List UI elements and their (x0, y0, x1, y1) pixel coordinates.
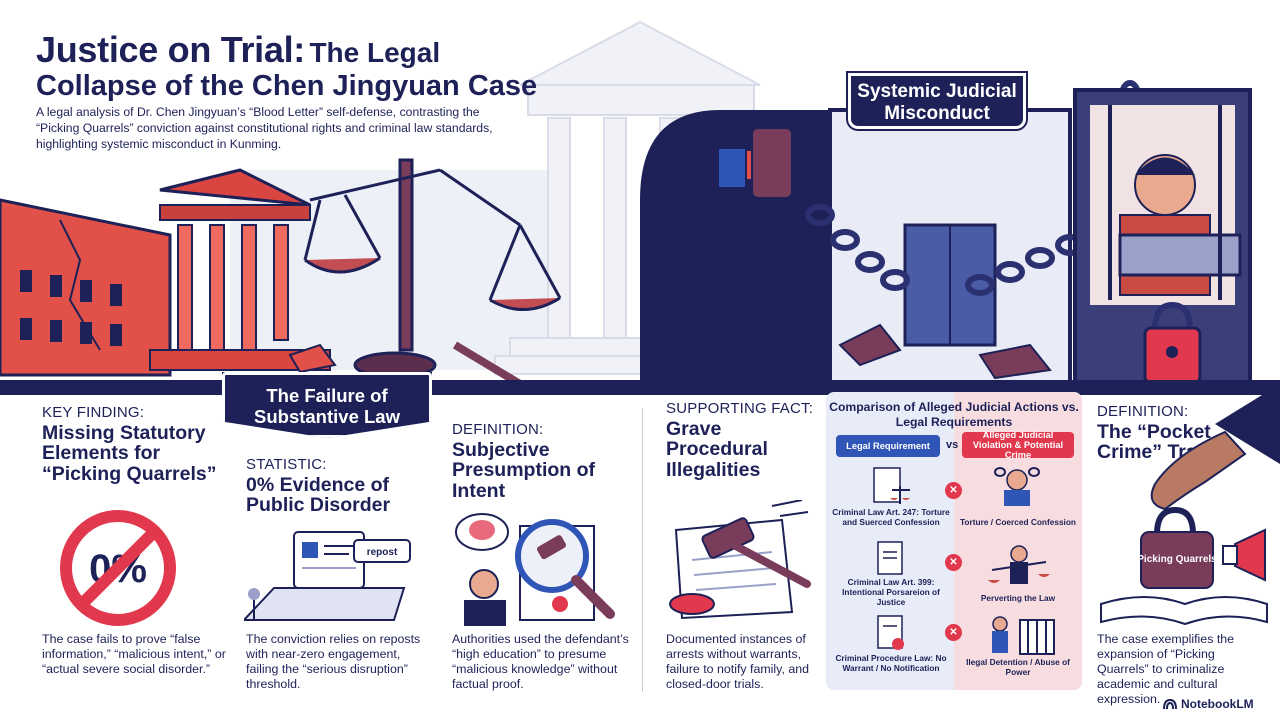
card-statistic: STATISTIC: 0% Evidence of Public Disorde… (246, 456, 431, 516)
card-body: Authorities used the defendant’s “high e… (452, 632, 629, 691)
banner-systemic-misconduct: Systemic Judicial Misconduct (848, 73, 1026, 129)
comparison-row-2-violation: Perverting the Law (980, 593, 1056, 603)
law-document-scales-icon (873, 467, 910, 504)
comparison-row-1-violation: Torture / Coerced Confession (959, 517, 1077, 527)
card-definition-intent: DEFINITION: Subjective Presumption of In… (452, 421, 637, 501)
x-mark-icon: ✕ (945, 554, 962, 571)
card-body: Documented instances of arrests without … (666, 632, 810, 691)
x-mark-icon: ✕ (945, 624, 962, 641)
social-post-icon: repost (244, 531, 411, 621)
card-label: DEFINITION: (1097, 403, 1189, 420)
cracked-courthouse (0, 168, 331, 377)
comparison-row-1-requirement: Criminal Law Art. 247: Torture and Suerc… (832, 507, 950, 527)
card-key-finding: KEY FINDING: Missing Statutory Elements … (42, 404, 232, 484)
legal-requirement-header: Legal Requirement (836, 435, 940, 457)
illegal-detention-icon (992, 616, 1055, 655)
card-supporting-fact-body-wrap: Documented instances of arrests without … (666, 632, 826, 692)
card-definition-intent-body-wrap: Authorities used the defendant’s “high e… (452, 632, 637, 692)
card-heading: Missing Statutory Elements for “Picking … (42, 422, 217, 485)
torture-figure-icon (994, 467, 1040, 506)
title-main: Justice on Trial: (36, 29, 305, 70)
card-label: SUPPORTING FACT: (666, 400, 814, 417)
hero-scene (0, 20, 1280, 395)
banner-failure-substantive-law: The Failure of Substantive Law (222, 372, 432, 438)
comparison-row-3-requirement: Criminal Procedure Law: No Warrant / No … (835, 653, 947, 673)
page-title: Justice on Trial: The Legal Collapse of … (36, 29, 556, 103)
page-subtitle: A legal analysis of Dr. Chen Jingyuan’s … (36, 105, 493, 152)
notebooklm-logo-icon (1163, 698, 1177, 710)
gavel-document-icon (669, 500, 811, 620)
vs-label: vs (946, 439, 959, 451)
person-icon (469, 569, 499, 599)
prisoner-cell (1073, 88, 1252, 387)
open-book-icon (1100, 596, 1268, 626)
card-body: The conviction relies on reposts with ne… (246, 632, 421, 691)
magnifier-gavel-icon (455, 513, 615, 626)
lock-text: Picking Quarrels (1137, 554, 1217, 565)
judicial-violation-header: Alleged Judicial Violation & Potential C… (962, 430, 1074, 460)
card-heading: Grave Procedural Illegalities (666, 418, 768, 481)
comparison-row-3-violation: Ilegal Detention / Abuse of Power (966, 657, 1070, 677)
card-body: The case fails to prove “false informati… (42, 632, 226, 676)
repost-label: repost (367, 547, 398, 558)
card-definition-pocket-body-wrap: The case exemplifies the expansion of “P… (1097, 632, 1262, 706)
megaphone-icon (1234, 528, 1266, 582)
procedure-document-icon (877, 615, 904, 650)
card-statistic-body-wrap: The conviction relies on reposts with ne… (246, 632, 431, 692)
law-document-icon (877, 541, 903, 575)
card-label: STATISTIC: (246, 456, 327, 473)
title-line2: Collapse of the Chen Jingyuan Case (36, 70, 538, 103)
card-key-finding-body-wrap: The case fails to prove “false informati… (42, 632, 232, 677)
card-heading: Subjective Presumption of Intent (452, 439, 596, 502)
card-body: The case exemplifies the expansion of “P… (1097, 632, 1235, 706)
hero-illustration (0, 20, 1280, 395)
card-supporting-fact: SUPPORTING FACT: Grave Procedural Illega… (666, 400, 826, 480)
comparison-panel: Comparison of Alleged Judicial Actions v… (826, 392, 1082, 690)
brain-icon (469, 520, 495, 540)
notebooklm-logo: NotebookLM (1163, 697, 1254, 711)
card-label: DEFINITION: (452, 421, 544, 438)
logo-text: NotebookLM (1181, 697, 1254, 711)
section-divider (642, 408, 643, 692)
pocket-crime-hand-icon: Picking Quarrels (1100, 384, 1280, 626)
gavel-hand (717, 127, 793, 199)
repost-bubble (353, 539, 411, 563)
comparison-title: Comparison of Alleged Judicial Actions v… (829, 400, 1079, 429)
card-heading: 0% Evidence of Public Disorder (246, 474, 391, 517)
comparison-row-2-requirement: Criminal Law Art. 399: Intentional Porsa… (842, 577, 940, 607)
perverted-scales-icon (988, 545, 1050, 584)
prohibited-zero-icon: 0% (60, 510, 176, 626)
card-label: KEY FINDING: (42, 404, 145, 421)
title-tail: The Legal (309, 37, 441, 68)
padlock-icon (1140, 531, 1214, 589)
x-mark-icon: ✕ (945, 482, 962, 499)
